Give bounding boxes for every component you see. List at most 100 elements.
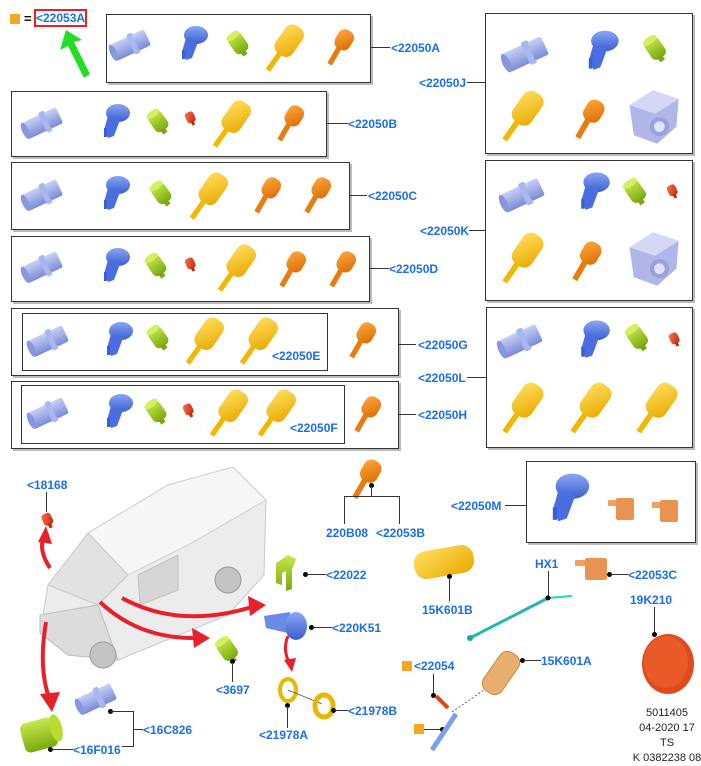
part-label-18168[interactable]: <18168	[27, 478, 68, 492]
green-cap-icon	[638, 28, 674, 68]
kit-box-22050F[interactable]	[21, 385, 345, 444]
leader-line	[424, 729, 441, 730]
flip-key-yellow-icon	[258, 18, 310, 78]
kit-label-22050E[interactable]: <22050E	[272, 349, 321, 363]
kit-box-22050J[interactable]	[485, 13, 693, 154]
kit-label-22050G[interactable]: <22050G	[418, 338, 468, 352]
retaining-clip-icon	[276, 555, 296, 591]
washer-rings-icon	[278, 677, 336, 720]
leader-dot	[331, 708, 336, 713]
leader-dot	[520, 658, 525, 663]
kit-label-22050B[interactable]: <22050B	[348, 117, 398, 131]
emergency-key-blade-icon	[429, 689, 485, 752]
lock-cylinder-icon	[20, 100, 64, 144]
leader-line	[334, 710, 348, 711]
leader-line	[369, 268, 389, 269]
footer-line-4: K 0382238 08	[632, 752, 701, 764]
part-label-22022[interactable]: <22022	[326, 568, 367, 582]
red-cap-icon	[664, 328, 684, 350]
part-label-22054[interactable]: <22054	[414, 659, 455, 673]
flip-key-yellow-icon	[494, 84, 550, 148]
green-cap-icon	[210, 628, 246, 670]
green-pointer-arrow-icon	[60, 30, 90, 78]
kit-label-22050F[interactable]: <22050F	[290, 421, 338, 435]
leader-dot	[431, 693, 436, 698]
door-lock-icon	[95, 388, 135, 432]
flip-key-yellow-icon	[205, 94, 257, 154]
leader-line	[344, 496, 345, 524]
flip-key-yellow-icon	[628, 376, 684, 440]
leader-line	[287, 706, 288, 728]
leader-line	[133, 711, 134, 746]
door-lock-icon	[568, 314, 612, 362]
leader-line	[467, 377, 486, 378]
kit-label-22050L[interactable]: <22050L	[418, 371, 466, 385]
part-label-220B08[interactable]: 220B08	[326, 526, 369, 540]
part-label-16F016[interactable]: <16F016	[73, 743, 121, 757]
leader-line	[548, 571, 549, 597]
part-label-21978B[interactable]: <21978B	[348, 704, 398, 718]
kit-box-22050K[interactable]	[485, 160, 693, 301]
part-label-3697[interactable]: <3697	[216, 683, 250, 697]
leader-line	[51, 749, 73, 750]
kit-box-22050E[interactable]	[22, 313, 328, 371]
footer-line-1: 5011405	[645, 707, 688, 719]
legend-equals: =	[24, 11, 32, 26]
battery-cover-icon	[642, 634, 694, 694]
leader-line	[467, 82, 485, 83]
leader-line	[610, 574, 628, 575]
leader-line	[232, 662, 233, 682]
kit-box-22050L[interactable]	[486, 307, 693, 448]
legend-color-square	[414, 724, 424, 734]
green-cap-icon	[142, 104, 176, 138]
part-label-15K601A[interactable]: 15K601A	[541, 654, 592, 668]
kit-box-22050G[interactable]	[11, 308, 399, 376]
door-lock-icon	[536, 468, 592, 524]
kit-label-22050D[interactable]: <22050D	[389, 262, 439, 276]
ignition-lock-mechanism-icon	[620, 226, 686, 290]
kit-box-22050D[interactable]	[11, 236, 370, 302]
part-label-19K210[interactable]: 19K210	[630, 593, 673, 607]
lock-cylinder-icon	[498, 170, 546, 218]
lock-cylinder-icon	[20, 172, 64, 216]
kit-box-22050A[interactable]	[106, 14, 371, 83]
kit-box-22050H[interactable]	[11, 381, 399, 449]
lock-cylinder-icon	[26, 318, 70, 362]
green-cap-icon	[222, 26, 256, 60]
leader-dot	[447, 574, 452, 579]
part-label-21978A[interactable]: <21978A	[259, 728, 309, 742]
kit-label-22050K[interactable]: <22050K	[420, 224, 470, 238]
kit-label-22050A[interactable]: <22050A	[391, 41, 441, 55]
leader-line	[122, 746, 134, 747]
kit-label-22050J[interactable]: <22050J	[419, 76, 467, 90]
kit-box-22050C[interactable]	[11, 162, 350, 230]
flip-key-yellow-icon	[494, 226, 550, 290]
key-orange-icon	[562, 234, 608, 290]
part-label-16C826[interactable]: <16C826	[143, 723, 193, 737]
part-label-220K51[interactable]: <220K51	[332, 621, 382, 635]
kit-label-22050H[interactable]: <22050H	[418, 408, 468, 422]
footer-line-2: 04-2020 17	[639, 722, 695, 734]
part-label-22053B[interactable]: <22053B	[376, 526, 426, 540]
highlighted-part-22053A[interactable]: <22053A	[33, 9, 88, 27]
leader-dot	[652, 632, 657, 637]
door-lock-icon	[95, 316, 135, 360]
key-orange-icon	[340, 314, 382, 368]
leader-dot	[309, 625, 314, 630]
part-label-HX1[interactable]: HX1	[535, 557, 559, 571]
leader-line	[469, 230, 485, 231]
flip-key-yellow-icon	[182, 166, 234, 226]
kit-box-22050B[interactable]	[11, 91, 327, 157]
kit-label-22050C[interactable]: <22050C	[368, 189, 418, 203]
flat-key-icon	[575, 558, 607, 580]
part-label-22053C[interactable]: <22053C	[628, 568, 678, 582]
lock-cylinder-icon	[496, 316, 544, 364]
kit-label-22050M[interactable]: <22050M	[451, 499, 502, 513]
part-label-15K601B[interactable]: 15K601B	[422, 603, 473, 617]
key-orange-icon	[245, 170, 287, 222]
kit-box-22050M[interactable]	[526, 461, 696, 543]
flat-key-icon	[608, 498, 634, 520]
green-cap-icon	[620, 318, 656, 356]
leader-line	[505, 505, 526, 506]
leader-line	[398, 344, 416, 345]
